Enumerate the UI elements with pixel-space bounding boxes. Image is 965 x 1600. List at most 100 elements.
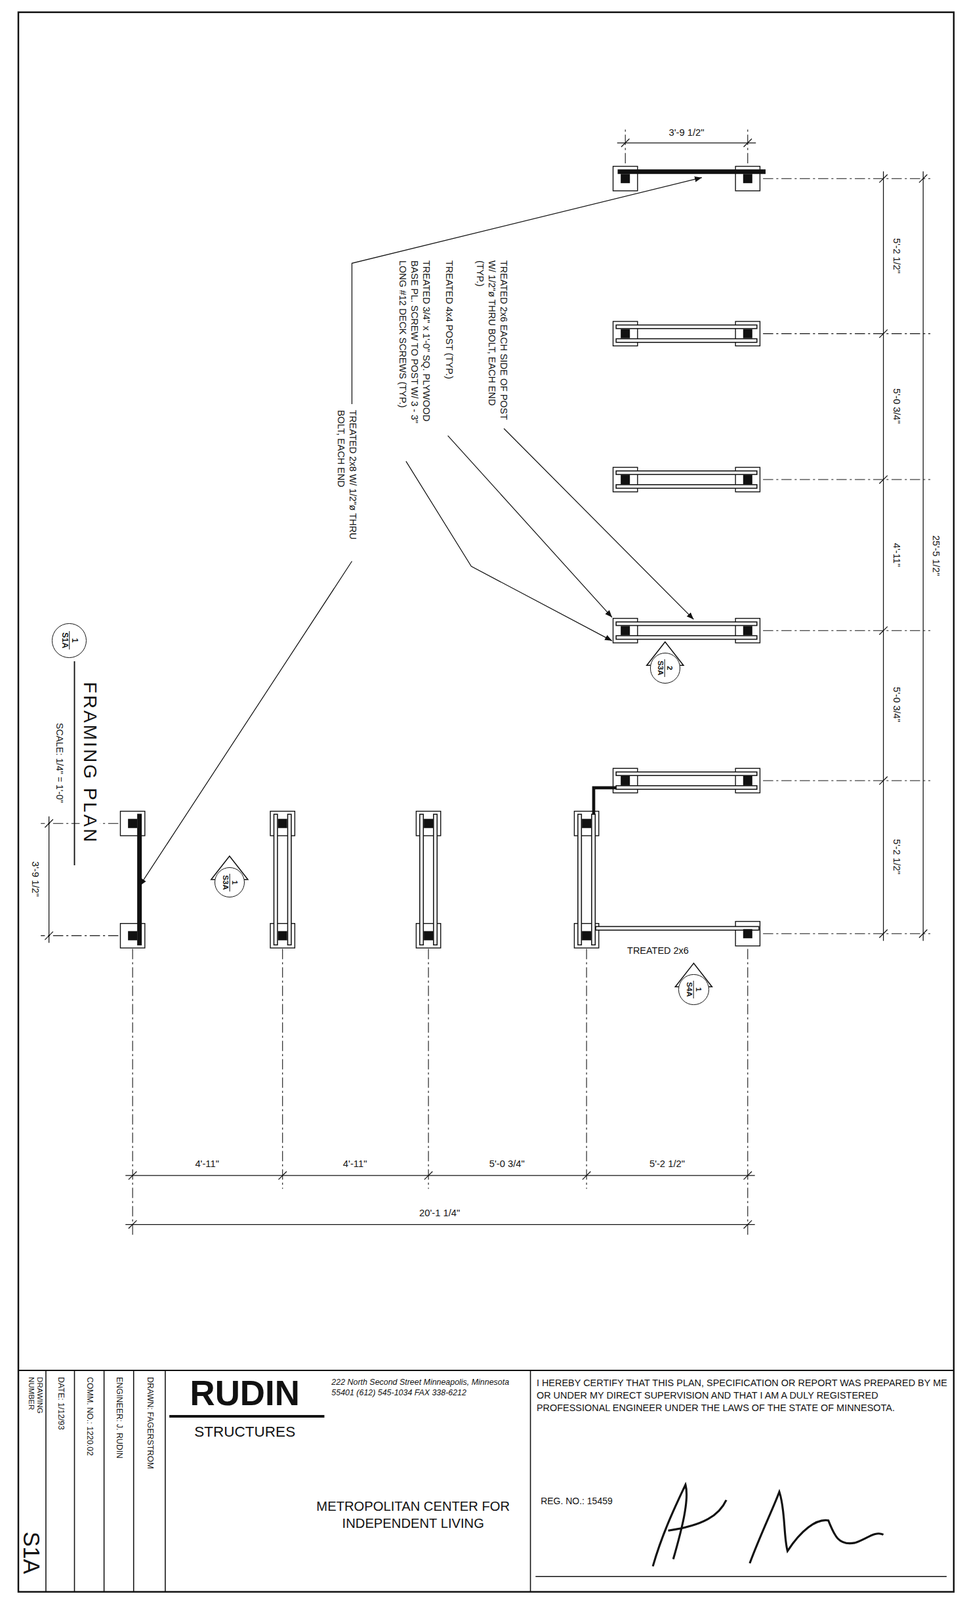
dimension-line [923, 171, 924, 941]
text-slot: 5'-2 1/2" [890, 839, 903, 875]
text-slot: TREATED 2x6 [627, 944, 689, 957]
dimension-tick [743, 1171, 752, 1180]
bubble-text: 1 [694, 980, 703, 999]
extension-line [40, 935, 119, 937]
text-slot: METROPOLITAN CENTER FOR INDEPENDENT LIVI… [310, 1497, 515, 1533]
text-slot: ENGINEER: J. RUDIN [114, 1376, 124, 1459]
text-slot: TREATED 2x8 W/ 1/2"ø THRU BOLT, EACH END [335, 410, 359, 554]
text-slot: DATE: 1/12/93 [55, 1376, 65, 1431]
extension-line [762, 178, 931, 180]
post-core [743, 474, 753, 485]
treated-2x8 [617, 169, 765, 174]
post-core [743, 625, 753, 636]
title-block-line [45, 1370, 47, 1593]
post-core [620, 173, 630, 184]
dimension-text: 4'-11" [890, 543, 903, 568]
note-text: TREATED 4x4 POST (TYP.) [442, 260, 455, 380]
treated-2x6 [287, 814, 292, 945]
dimension-text: 4'-11" [343, 1157, 368, 1170]
dimension-tick [919, 174, 927, 183]
dimension-text: 3'-9 1/2" [29, 861, 42, 897]
bubble-text: S3A [221, 873, 231, 892]
dimension-tick [278, 1171, 287, 1180]
bubble-text: 2 [665, 659, 674, 678]
treated-2x6 [615, 484, 758, 489]
treated-2x6 [615, 785, 758, 790]
extension-line [762, 780, 931, 781]
post-core [127, 930, 138, 941]
bubble-content: 1S4A [684, 980, 703, 999]
bubble-text: S3A [656, 659, 666, 678]
firm-address: 222 North Second Street Minneapolis, Min… [331, 1376, 525, 1398]
text-slot: 5'-0 3/4" [489, 1157, 525, 1170]
dimension-text: 5'-0 3/4" [890, 686, 903, 723]
text-slot: I HEREBY CERTIFY THAT THIS PLAN, SPECIFI… [536, 1376, 949, 1414]
dimension-tick [879, 929, 887, 938]
bubble-content: 1S1A [60, 631, 79, 650]
dimension-text: 20'-1 1/4" [419, 1207, 460, 1219]
extension-line [762, 630, 931, 632]
leader-line [139, 561, 352, 887]
text-slot: STRUCTURES [194, 1424, 296, 1441]
text-slot: 4'-11" [890, 543, 903, 568]
leader-line [448, 435, 613, 618]
dimension-tick [128, 1220, 137, 1229]
title-block-line [164, 1370, 166, 1593]
title-block-text: DRAWN: FAGERSTROM [144, 1376, 155, 1469]
dimension-text: 5'-2 1/2" [890, 839, 903, 875]
registration-number: REG. NO.: 15459 [540, 1495, 613, 1508]
dimension-tick [879, 626, 887, 635]
bubble-text: S1A [60, 631, 71, 650]
dimension-text: 5'-0 3/4" [489, 1157, 525, 1170]
sheet-border [18, 12, 954, 1593]
project-name: METROPOLITAN CENTER FOR INDEPENDENT LIVI… [310, 1497, 515, 1533]
text-slot: 5'-2 1/2" [649, 1157, 685, 1170]
treated-2x6 [433, 814, 437, 945]
dimension-tick [879, 475, 887, 484]
title-underline [74, 661, 76, 866]
title-block-line [18, 1369, 954, 1372]
dimension-line [125, 1174, 755, 1176]
bubble-text: S4A [684, 980, 695, 999]
title-block-text: DRAWING NUMBER [27, 1376, 46, 1431]
text-slot: 222 North Second Street Minneapolis, Min… [331, 1376, 525, 1398]
drawing-number: S1A [20, 1531, 43, 1574]
dimension-line [882, 171, 884, 941]
treated-2x6 [615, 338, 758, 342]
section-bubble: 1S4A [678, 974, 710, 1006]
title-block-line [103, 1370, 105, 1593]
extension-line [762, 479, 931, 481]
section-bubble: 2S3A [650, 652, 681, 684]
text-slot: RUDIN [189, 1374, 300, 1413]
text-slot: S1A [20, 1531, 43, 1574]
text-slot: 4'-11" [194, 1157, 220, 1170]
text-slot: TREATED 2x6 EACH SIDE OF POST W/ 1/2"ø T… [474, 260, 510, 424]
text-slot: 25'-5 1/2" [930, 535, 943, 576]
section-bubble: 1S3A [214, 867, 246, 899]
certification-text: I HEREBY CERTIFY THAT THIS PLAN, SPECIFI… [536, 1376, 949, 1414]
text-slot: TREATED 3/4" x 1'-0" SQ. PLYWOOD BASE PL… [396, 260, 433, 430]
extension-line [762, 933, 931, 935]
text-slot: 4'-11" [343, 1157, 368, 1170]
dimension-line [48, 816, 50, 943]
dimension-tick [919, 929, 927, 938]
dimension-text: 5'-2 1/2" [890, 238, 903, 274]
title-block-text: ENGINEER: J. RUDIN [114, 1376, 124, 1459]
dimension-tick [743, 1220, 752, 1229]
extension-line [747, 127, 748, 163]
treated-2x6 [615, 324, 758, 329]
text-slot: 5'-2 1/2" [890, 238, 903, 274]
text-slot: FRAMING PLAN [79, 682, 100, 845]
post-core [278, 818, 288, 828]
dimension-line [125, 1224, 755, 1225]
treated-2x6 [419, 814, 424, 945]
text-slot: 20'-1 1/4" [419, 1207, 460, 1219]
post-core [127, 818, 138, 828]
post-core [581, 930, 592, 941]
post-core [743, 329, 753, 339]
note-text: TREATED 2x8 W/ 1/2"ø THRU BOLT, EACH END [335, 410, 359, 554]
leader-line [503, 428, 694, 620]
dimension-tick [621, 139, 630, 147]
treated-2x6 [615, 772, 758, 776]
treated-2x6 [591, 814, 596, 945]
